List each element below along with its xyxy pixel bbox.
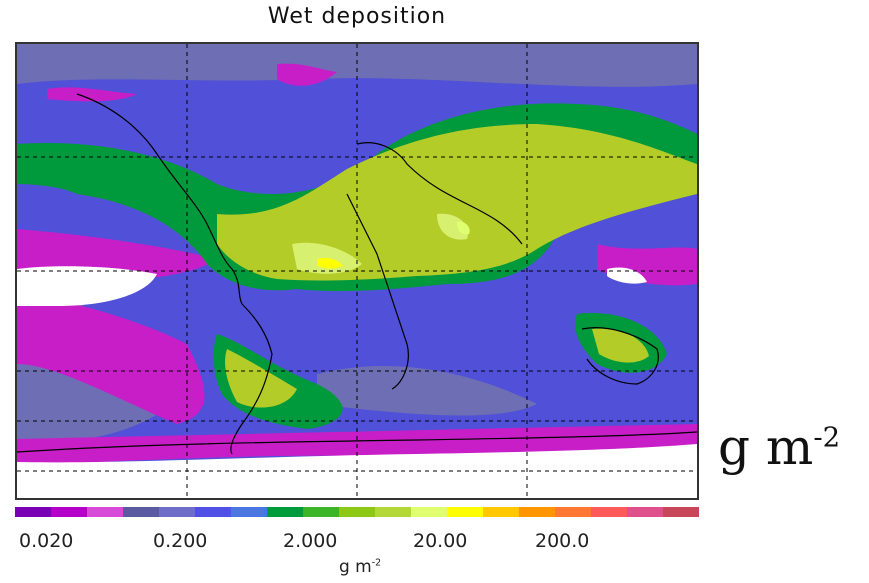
colorbar-unit-base: g m [338, 557, 372, 577]
colorbar-segment [411, 507, 447, 517]
colorbar-segment [483, 507, 519, 517]
colorbar-segment [555, 507, 591, 517]
no-data-pacific [17, 266, 157, 306]
colorbar-segment [15, 507, 51, 517]
deposition-band-south-atlantic [317, 365, 537, 416]
colorbar-unit-exponent: -2 [371, 557, 382, 569]
colorbar-tick-label: 2.000 [283, 530, 338, 552]
map-title: Wet deposition [267, 4, 447, 29]
deposition-peak-middle-east [437, 213, 468, 240]
colorbar-segment [159, 507, 195, 517]
side-unit-base: g m [718, 418, 814, 476]
colorbar-ticks: 0.020 0.200 2.000 20.00 200.0 [15, 530, 699, 554]
colorbar-tick-label: 20.00 [413, 530, 468, 552]
colorbar-segment [627, 507, 663, 517]
map-graphic [17, 44, 697, 498]
deposition-band-greenland-magenta [277, 63, 337, 86]
coastlines [17, 93, 697, 455]
deposition-zone-eurasia-yellowgreen [217, 124, 697, 281]
coastline-eurasia [356, 142, 523, 245]
colorbar-segment [339, 507, 375, 517]
side-unit-exponent: -2 [813, 421, 841, 454]
deposition-peak-sahara-core [317, 257, 343, 269]
no-data-west-pacific [607, 267, 647, 284]
colorbar-segment [123, 507, 159, 517]
coastline-africa [346, 193, 409, 390]
colorbar-segment [447, 507, 483, 517]
colorbar-segment [303, 507, 339, 517]
colorbar-tick-label: 0.020 [19, 530, 74, 552]
colorbar-segment [663, 507, 699, 517]
deposition-zone-australia-yellowgreen [592, 328, 649, 363]
colorbar-unit-label: g m-2 [290, 557, 430, 577]
wet-deposition-map [15, 42, 699, 500]
colorbar-segment [375, 507, 411, 517]
deposition-peak-middle-east-core [457, 221, 470, 235]
colorbar-tick-label: 200.0 [535, 530, 590, 552]
colorbar-segment [51, 507, 87, 517]
colorbar-tick-label: 0.200 [153, 530, 208, 552]
deposition-band-arctic-magenta [47, 87, 137, 102]
graticule [17, 44, 697, 498]
colorbar-segment [87, 507, 123, 517]
coastline-australia [581, 327, 659, 385]
colorbar-segment [231, 507, 267, 517]
colorbar-segment [591, 507, 627, 517]
coastline-antarctica [17, 431, 697, 453]
colorbar-segment [195, 507, 231, 517]
colorbar-segment [519, 507, 555, 517]
side-unit-label: g m-2 [718, 418, 840, 476]
coastline-north-america [76, 93, 243, 305]
coastline-south-america [230, 303, 273, 455]
deposition-zone-south-america-yellowgreen [225, 349, 297, 408]
deposition-band-south-pacific-magenta [17, 294, 205, 424]
colorbar [15, 507, 699, 517]
colorbar-segment [267, 507, 303, 517]
